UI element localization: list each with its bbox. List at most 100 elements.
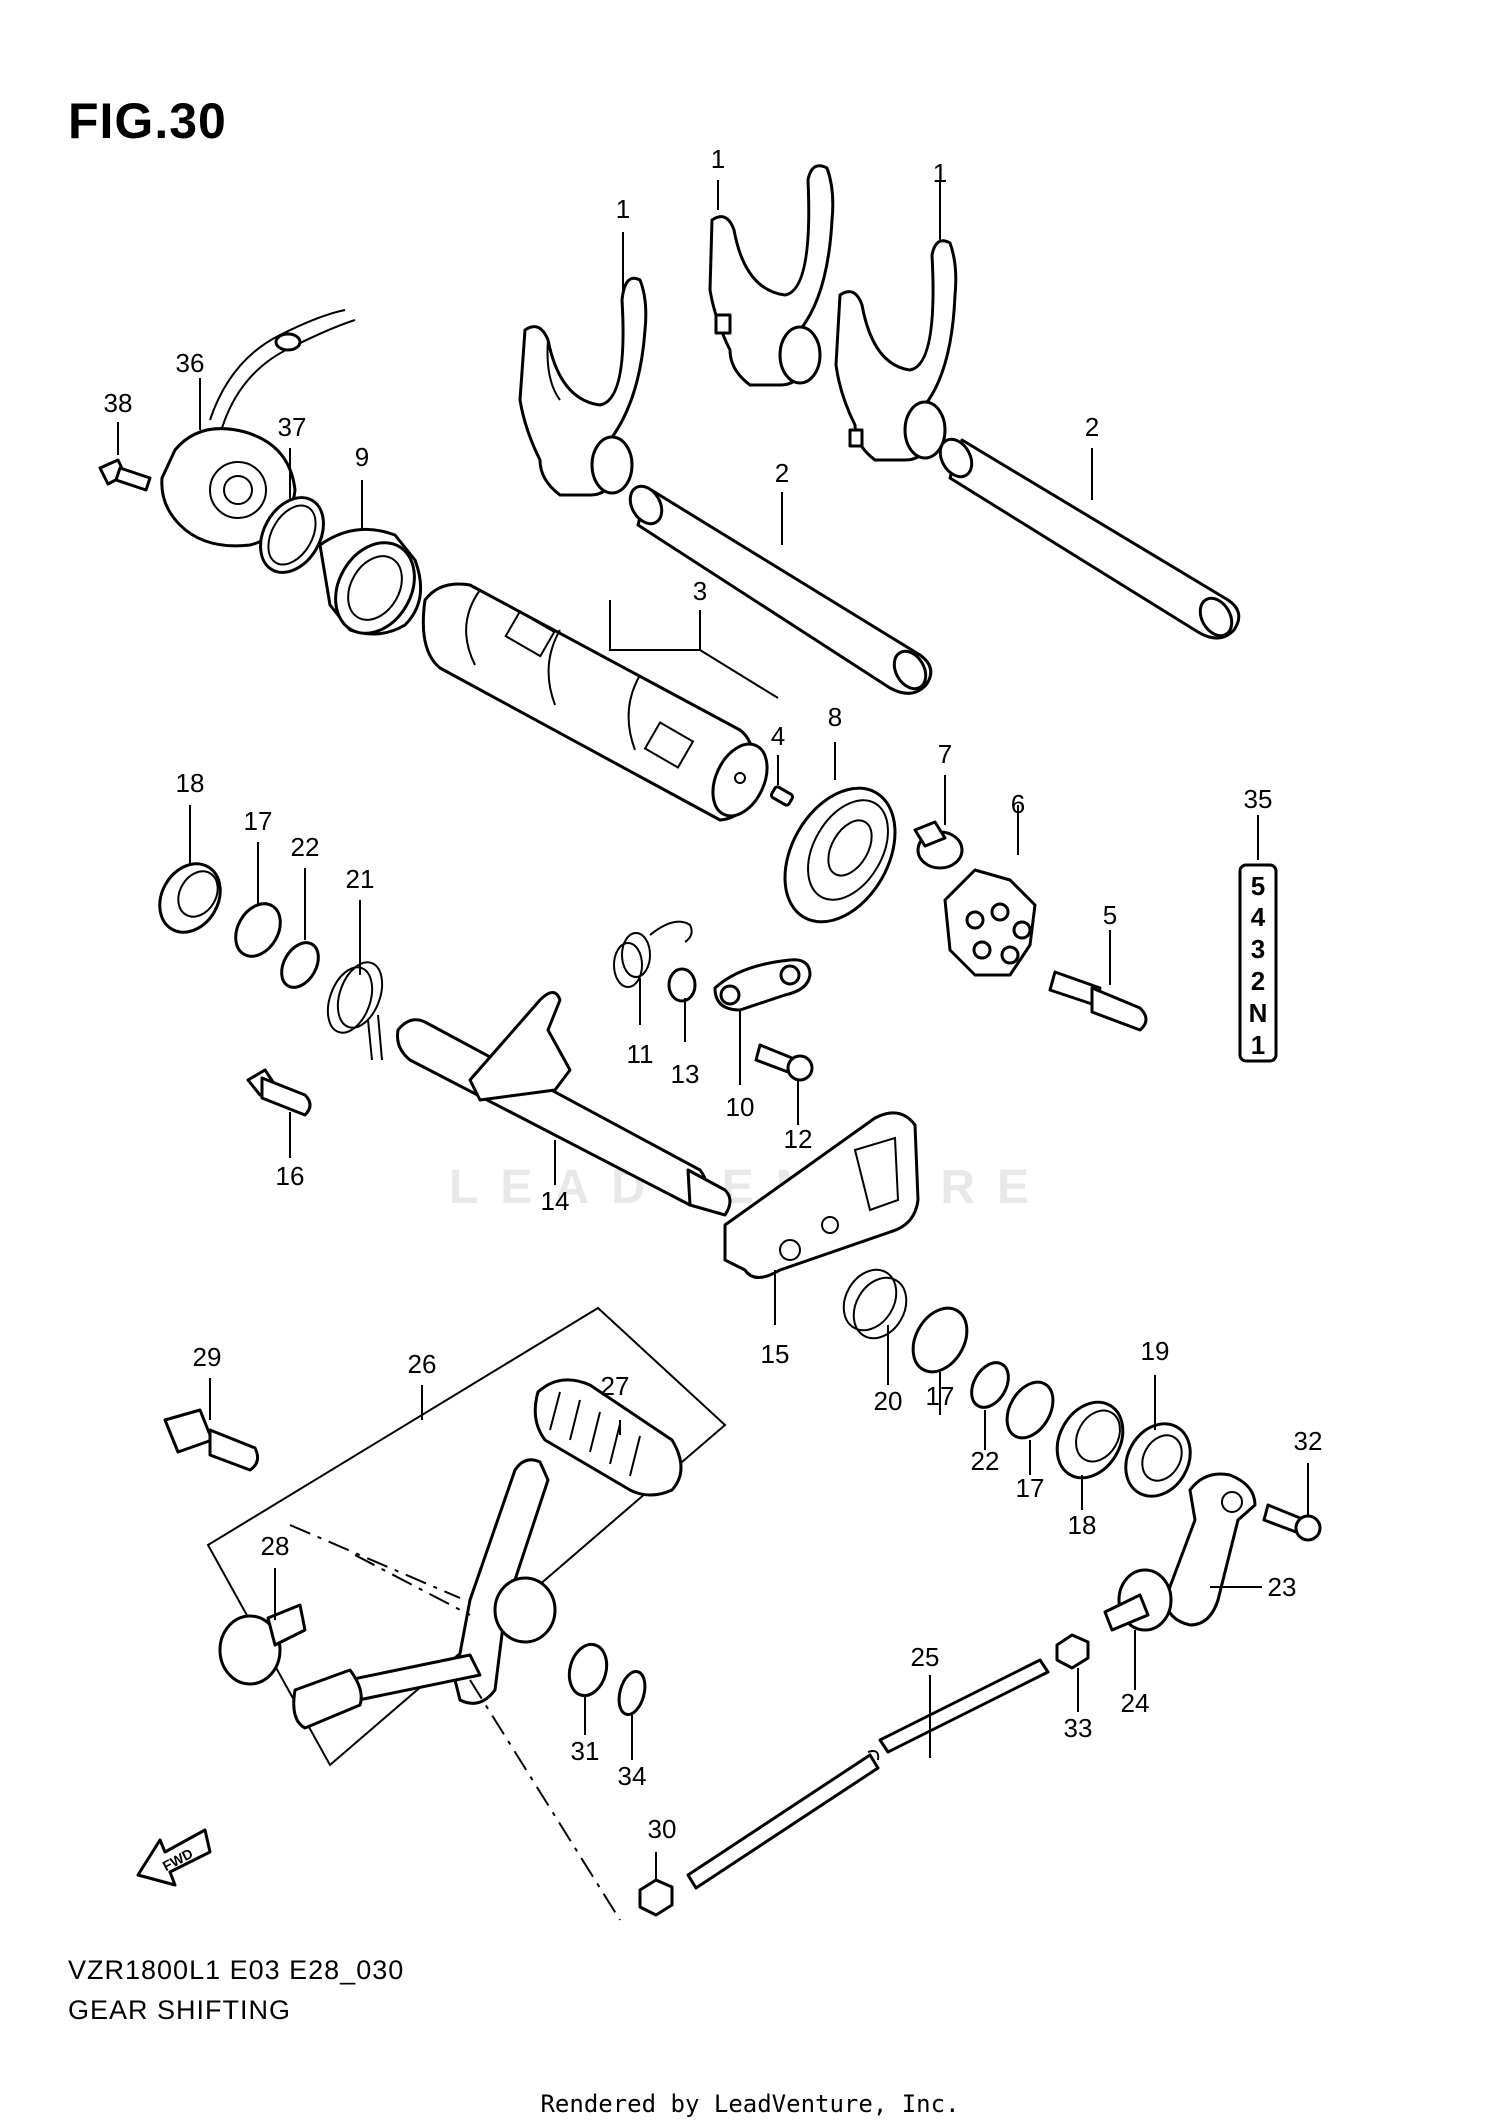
- callout-24: 24: [1121, 1688, 1150, 1718]
- callout-26: 26: [408, 1349, 437, 1379]
- pivot-collar-28: [218, 1603, 307, 1686]
- callout-1-left: 1: [616, 194, 630, 224]
- callout-21: 21: [346, 864, 375, 894]
- callout-17-mid: 17: [926, 1381, 955, 1411]
- cam-pin-4: [769, 785, 795, 807]
- figure-title: FIG.30: [68, 93, 227, 149]
- circlip-34: [617, 1670, 647, 1716]
- callout-1-middle: 1: [711, 144, 725, 174]
- shift-fork-middle: [708, 164, 835, 387]
- callout-20: 20: [874, 1386, 903, 1416]
- gearshift-lever: [298, 1458, 557, 1712]
- shift-fork-right: [834, 239, 958, 462]
- callout-25: 25: [911, 1642, 940, 1672]
- callout-37: 37: [278, 412, 307, 442]
- gear-indicator-strip-35: 5 4 3 2 N 1: [1238, 863, 1278, 1063]
- callout-18-lower: 18: [1068, 1510, 1097, 1540]
- callout-9: 9: [355, 442, 369, 472]
- callout-34: 34: [618, 1761, 647, 1791]
- callout-22-lower: 22: [971, 1446, 1000, 1476]
- callout-2-upper: 2: [1085, 412, 1099, 442]
- callout-5: 5: [1103, 900, 1117, 930]
- callout-18-upper: 18: [176, 768, 205, 798]
- callout-38: 38: [104, 388, 133, 418]
- leader-lines: [117, 180, 1309, 1880]
- bearing-18-upper: [158, 862, 222, 934]
- assembly-line-pivot: [289, 1524, 461, 1599]
- callout-27: 27: [601, 1371, 630, 1401]
- callout-32: 32: [1294, 1426, 1323, 1456]
- bearing-18-lower: [1055, 1400, 1125, 1480]
- washer-17-upper: [234, 902, 282, 958]
- gear-label-2: 2: [1251, 966, 1265, 996]
- return-spring-21: [326, 961, 384, 1061]
- callout-15: 15: [761, 1339, 790, 1369]
- caption-model: VZR1800L1 E03 E28_030: [68, 1955, 405, 1985]
- callout-12: 12: [784, 1124, 813, 1154]
- needle-bearing-9: [318, 527, 423, 636]
- fork-shaft-1: [628, 484, 933, 695]
- washer-17-mid: [911, 1306, 969, 1374]
- callout-labels: 1 1 1 2 2 3 4 5 6 7 8 9 10 11 12 13 14 1…: [104, 144, 1323, 1844]
- gear-label-4: 4: [1251, 902, 1266, 932]
- circlip-22-upper: [280, 941, 320, 989]
- cam-stopper-plate-6: [943, 868, 1037, 977]
- callout-33: 33: [1064, 1713, 1093, 1743]
- callout-19: 19: [1141, 1336, 1170, 1366]
- pin-5: [1048, 970, 1148, 1032]
- gear-label-n: N: [1249, 998, 1268, 1028]
- watermark-text: LEADVENTURE: [448, 1161, 1052, 1214]
- nut-33: [1055, 1633, 1090, 1670]
- nut-30: [638, 1878, 674, 1917]
- circlip-22-lower: [970, 1361, 1010, 1409]
- lever-assembly-outline-26: [206, 1306, 727, 1767]
- callout-30: 30: [648, 1814, 677, 1844]
- screw-7: [913, 820, 964, 870]
- screw-38: [98, 458, 152, 492]
- washer-13: [667, 967, 697, 1003]
- gear-label-5: 5: [1251, 871, 1265, 901]
- callout-8: 8: [828, 702, 842, 732]
- callout-7: 7: [938, 739, 952, 769]
- gear-label-3: 3: [1251, 934, 1265, 964]
- gearshift-rod-25: [686, 1658, 1050, 1890]
- gear-position-switch: [160, 309, 356, 548]
- washer-31: [567, 1642, 609, 1698]
- callout-31: 31: [571, 1736, 600, 1766]
- callout-4: 4: [771, 721, 785, 751]
- oil-seal-19: [1124, 1422, 1192, 1498]
- callout-14: 14: [541, 1186, 570, 1216]
- fork-shaft-2: [938, 437, 1241, 640]
- callout-35: 35: [1244, 784, 1273, 814]
- callout-23: 23: [1268, 1572, 1297, 1602]
- gear-shift-cam-3: [421, 582, 769, 822]
- washer-17-lower: [1005, 1380, 1055, 1440]
- callout-22-upper: 22: [291, 832, 320, 862]
- stopper-bolt-16: [246, 1068, 312, 1117]
- callout-29: 29: [193, 1342, 222, 1372]
- link-joint-24: [1103, 1568, 1173, 1632]
- plate-10: [713, 958, 812, 1012]
- bolt-32: [1262, 1503, 1322, 1542]
- assembly-line-rod: [469, 1679, 621, 1921]
- callout-1-right: 1: [933, 158, 947, 188]
- gearshift-arm-15: [723, 1111, 920, 1279]
- pivot-bolt-29: [163, 1408, 260, 1472]
- fwd-direction-arrow: FWD: [136, 1828, 212, 1887]
- o-ring-37: [259, 496, 325, 574]
- ball-bearing-8: [783, 786, 897, 924]
- render-credit: Rendered by LeadVenture, Inc.: [540, 2090, 960, 2118]
- rubber-pedal-27: [533, 1378, 683, 1497]
- gear-label-1: 1: [1251, 1030, 1265, 1060]
- shift-pin-lower: [292, 1668, 363, 1730]
- callout-17-lower: 17: [1016, 1473, 1045, 1503]
- callout-3: 3: [693, 576, 707, 606]
- callout-28: 28: [261, 1531, 290, 1561]
- shift-fork-left: [518, 276, 648, 497]
- callout-10: 10: [726, 1092, 755, 1122]
- screw-12: [754, 1043, 814, 1082]
- callout-17-upper: 17: [244, 806, 273, 836]
- callout-13: 13: [671, 1059, 700, 1089]
- caption-name: GEAR SHIFTING: [68, 1995, 292, 2025]
